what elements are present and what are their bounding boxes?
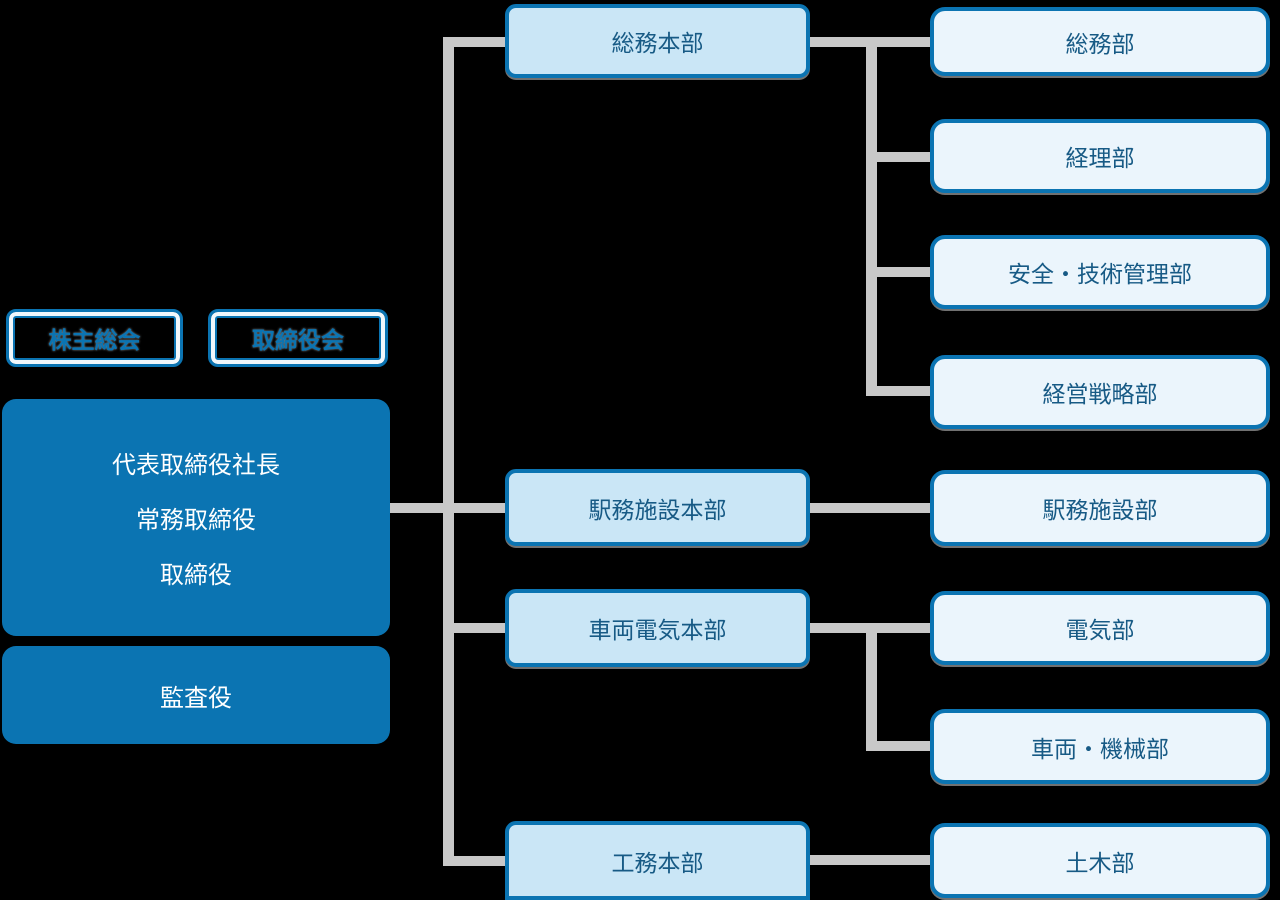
division-label: 工務本部 — [611, 849, 704, 876]
connector-left-trunk — [443, 38, 454, 866]
director-label: 取締役 — [160, 562, 232, 589]
department-label: 電気部 — [1065, 617, 1135, 643]
department-label: 土木部 — [1065, 849, 1135, 876]
department-label: 車両・機械部 — [1031, 735, 1169, 762]
division-label: 駅務施設本部 — [588, 496, 727, 523]
division-box-station-facilities-hq: 駅務施設本部 — [505, 469, 810, 546]
shareholders-meeting-box: 株主総会 — [6, 309, 183, 367]
executives-box: 代表取締役社長 常務取締役 取締役 — [2, 399, 390, 636]
president-label: 代表取締役社長 — [112, 452, 280, 479]
division-box-rolling-stock-electric-hq: 車両電気本部 — [505, 589, 810, 667]
department-label: 安全・技術管理部 — [1008, 261, 1192, 287]
department-label: 経営戦略部 — [1042, 381, 1158, 407]
department-box-general-affairs: 総務部 — [930, 7, 1270, 76]
connector-to-rolling-stock-machinery — [866, 741, 930, 751]
department-label: 経理部 — [1065, 145, 1135, 171]
division-label: 車両電気本部 — [588, 617, 727, 643]
connector-to-management-strategy — [866, 386, 930, 396]
board-of-directors-label: 取締役会 — [252, 327, 344, 353]
department-box-safety-technical-management: 安全・技術管理部 — [930, 235, 1270, 309]
connector-sub-trunk-rolling-stock — [866, 623, 877, 751]
board-of-directors-box: 取締役会 — [208, 309, 388, 367]
connector-sub-trunk-general-affairs — [866, 37, 877, 396]
division-label: 総務本部 — [611, 30, 704, 56]
shareholders-meeting-label: 株主総会 — [48, 327, 141, 353]
department-label: 駅務施設部 — [1042, 497, 1158, 523]
connector-trunk-to-rolling-stock-electric-hq — [448, 623, 505, 633]
auditor-box: 監査役 — [2, 646, 390, 744]
department-box-electric: 電気部 — [930, 591, 1270, 665]
department-label: 総務部 — [1065, 30, 1135, 57]
auditor-label: 監査役 — [160, 684, 232, 712]
department-box-station-facilities: 駅務施設部 — [930, 470, 1270, 546]
division-box-engineering-hq: 工務本部 — [505, 821, 810, 900]
department-box-accounting: 経理部 — [930, 119, 1270, 193]
connector-to-accounting — [871, 152, 930, 162]
connector-to-safety-technical-management — [871, 267, 930, 277]
connector-trunk-to-engineering-hq — [443, 856, 505, 866]
connector-station-facilities-hq-to-department — [810, 503, 930, 513]
connector-trunk-to-general-affairs-hq — [443, 37, 505, 47]
department-box-management-strategy: 経営戦略部 — [930, 355, 1270, 429]
department-box-civil-engineering: 土木部 — [930, 823, 1270, 898]
division-box-general-affairs-hq: 総務本部 — [505, 4, 810, 78]
department-box-rolling-stock-machinery: 車両・機械部 — [930, 709, 1270, 784]
connector-engineering-hq-to-civil-engineering — [810, 855, 930, 865]
managing-director-label: 常務取締役 — [136, 507, 256, 534]
